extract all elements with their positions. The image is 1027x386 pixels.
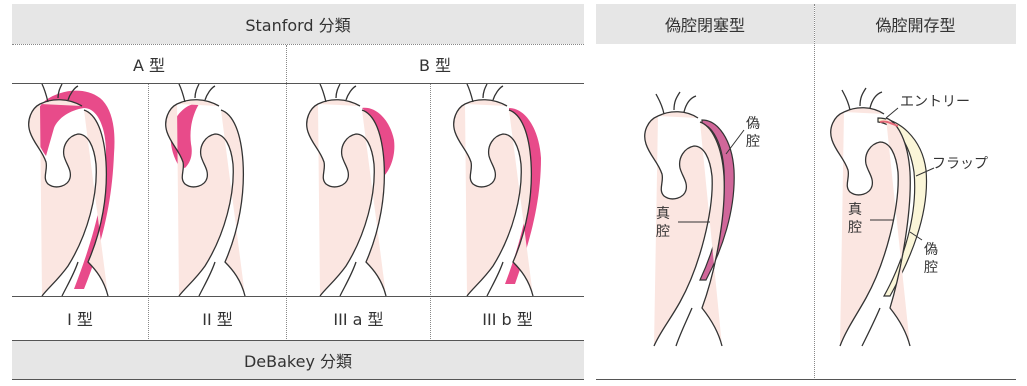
debakey-type-2: II 型 (149, 297, 286, 339)
aorta-type-1 (12, 84, 148, 296)
true-lumen-label: 腔 (848, 220, 862, 236)
flap-label: フラップ (932, 156, 988, 172)
false-lumen-label: 腔 (746, 134, 760, 150)
aorta-type-3b (437, 84, 573, 296)
entry-label: エントリー (900, 94, 970, 110)
false-lumen-label: 偽 (924, 242, 938, 258)
aorta-patent: エントリー フラップ 真 腔 偽 腔 (814, 84, 1016, 346)
divider (12, 379, 584, 380)
debakey-header: DeBakey 分類 (12, 341, 584, 379)
true-lumen-label: 真 (656, 206, 670, 222)
false-lumen-label: 偽 (746, 116, 760, 132)
aorta-type-2 (149, 84, 285, 296)
classification-panel: Stanford 分類 A 型 B 型 I 型 II 型 III a 型 III… (12, 4, 584, 380)
patent-type-header: 偽腔開存型 (815, 4, 1016, 44)
aorta-type-3a (290, 84, 426, 296)
false-lumen-panel: 偽腔閉塞型 偽腔開存型 偽 腔 真 腔 エントリー フラップ 真 腔 偽 腔 (596, 4, 1016, 380)
false-lumen-label: 腔 (924, 260, 938, 276)
debakey-type-1: I 型 (12, 297, 148, 339)
divider (286, 45, 287, 83)
thrombosed-type-header: 偽腔閉塞型 (596, 4, 814, 44)
divider (596, 379, 1016, 380)
stanford-header: Stanford 分類 (12, 4, 584, 44)
debakey-type-3b: III b 型 (431, 297, 584, 339)
debakey-type-3a: III a 型 (287, 297, 430, 339)
type-a-label: A 型 (12, 45, 286, 83)
true-lumen-label: 真 (848, 202, 862, 218)
aorta-thrombosed: 偽 腔 真 腔 (596, 90, 814, 346)
type-b-label: B 型 (286, 45, 584, 83)
true-lumen-label: 腔 (656, 224, 670, 240)
